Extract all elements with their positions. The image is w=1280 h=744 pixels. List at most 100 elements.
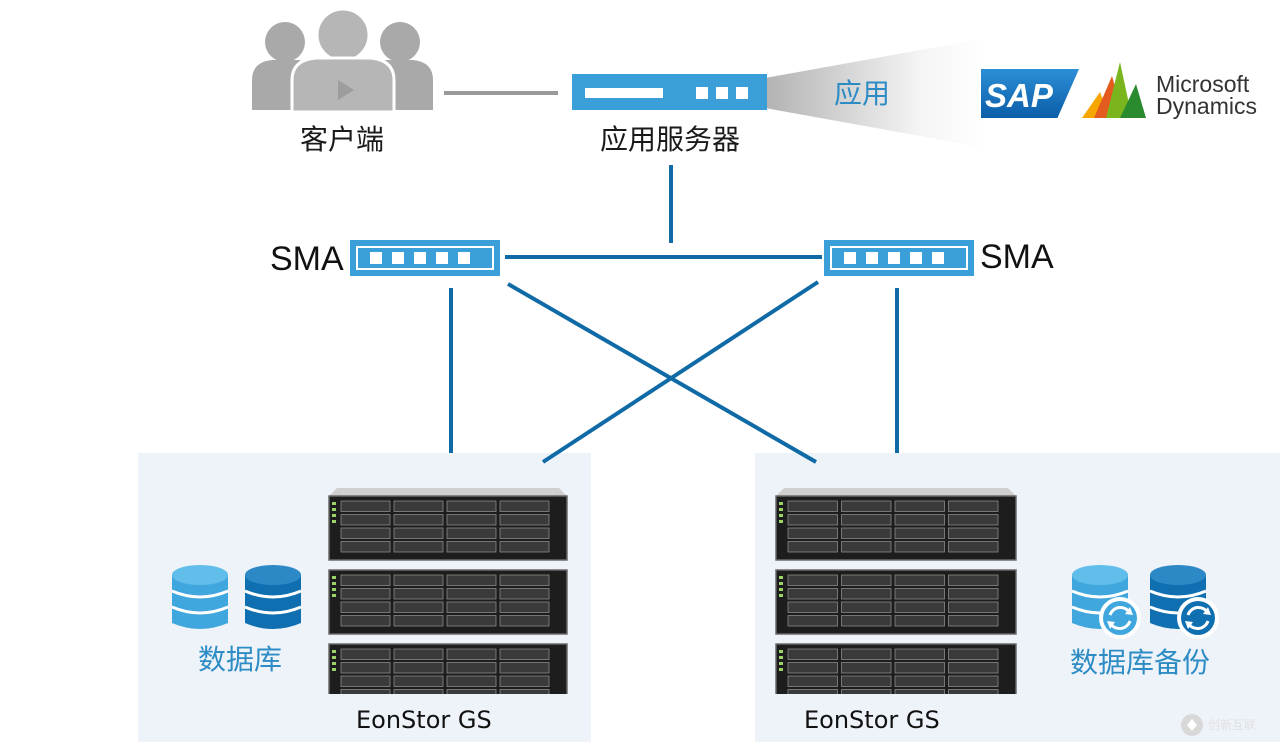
drive-bay	[948, 648, 999, 660]
drive-bay	[841, 541, 892, 553]
database-label: 数据库	[198, 643, 283, 676]
drive-bay	[841, 514, 892, 526]
drive-bay	[393, 615, 444, 627]
drive-bay	[787, 662, 838, 674]
status-led	[332, 502, 336, 505]
drive-bay	[393, 601, 444, 613]
drive-bay	[841, 675, 892, 687]
drive-bay	[499, 675, 550, 687]
client-label: 客户端	[300, 123, 385, 156]
microsoft-dynamics-text: Microsoft Dynamics	[1156, 71, 1257, 118]
ms-line1: Microsoft	[1156, 71, 1250, 97]
drive-bay	[948, 527, 999, 539]
drive-bay	[787, 574, 838, 586]
drive-bay	[787, 514, 838, 526]
status-led	[332, 508, 336, 511]
drive-bay	[894, 615, 945, 627]
drive-bay	[948, 601, 999, 613]
drive-bay	[894, 541, 945, 553]
status-led	[779, 520, 783, 523]
status-led	[779, 650, 783, 653]
drive-bay	[787, 648, 838, 660]
drive-bay	[340, 615, 391, 627]
server-led	[716, 87, 728, 99]
drive-bay	[948, 675, 999, 687]
drive-bay	[841, 500, 892, 512]
server-led	[696, 87, 708, 99]
status-led	[779, 502, 783, 505]
database-sync-icon	[1149, 565, 1219, 639]
drive-bay	[446, 574, 497, 586]
storage-array-icon	[327, 470, 569, 709]
drive-bay	[446, 615, 497, 627]
drive-bay	[948, 689, 999, 701]
drive-bay	[948, 662, 999, 674]
drive-bay	[393, 574, 444, 586]
drive-bay	[841, 662, 892, 674]
drive-bay	[841, 648, 892, 660]
drive-bay	[894, 675, 945, 687]
drive-bay	[841, 574, 892, 586]
drive-bay	[340, 588, 391, 600]
drive-bay	[446, 588, 497, 600]
sma-left-to-storage-right	[506, 282, 818, 464]
drive-bay	[499, 588, 550, 600]
switch-icon	[350, 240, 500, 276]
drive-bay	[340, 601, 391, 613]
server-led	[736, 87, 748, 99]
drive-bay	[787, 601, 838, 613]
drive-bay	[393, 500, 444, 512]
drive-bay	[446, 500, 497, 512]
drive-bay	[787, 689, 838, 701]
drive-bay	[446, 514, 497, 526]
application-label: 应用	[834, 77, 891, 110]
status-led	[779, 594, 783, 597]
storage-array-icon	[774, 470, 1018, 709]
status-led	[332, 520, 336, 523]
switch-icon	[824, 240, 974, 276]
status-led	[779, 582, 783, 585]
status-led	[332, 668, 336, 671]
drive-bay	[787, 615, 838, 627]
drive-bay	[393, 662, 444, 674]
drive-bay	[841, 689, 892, 701]
status-led	[332, 576, 336, 579]
drive-bay	[787, 541, 838, 553]
status-led	[332, 582, 336, 585]
status-led	[332, 662, 336, 665]
drive-bay	[446, 648, 497, 660]
database-icon	[171, 565, 229, 629]
drive-bay	[894, 527, 945, 539]
database-sync-icon	[1071, 565, 1141, 639]
drive-bay	[393, 514, 444, 526]
drive-bay	[393, 648, 444, 660]
sma-right-to-storage-left	[541, 280, 820, 464]
storage-stack-drawing	[775, 488, 1017, 709]
status-led	[779, 668, 783, 671]
drive-bay	[340, 662, 391, 674]
drive-bay	[841, 601, 892, 613]
drive-bay	[340, 514, 391, 526]
drive-bay	[787, 675, 838, 687]
drive-bay	[499, 648, 550, 660]
drive-bay	[340, 574, 391, 586]
drive-bay	[894, 574, 945, 586]
drive-bay	[948, 588, 999, 600]
sma-left-label: SMA	[270, 240, 344, 278]
drive-bay	[787, 500, 838, 512]
drive-bay	[787, 527, 838, 539]
drive-bay	[499, 601, 550, 613]
status-led	[779, 656, 783, 659]
drive-bay	[499, 662, 550, 674]
drive-bay	[340, 648, 391, 660]
microsoft-dynamics-logo	[1082, 62, 1146, 118]
storage-right-label: EonStor GS	[804, 706, 940, 734]
watermark-icon	[1181, 714, 1203, 736]
status-led	[779, 576, 783, 579]
drive-bay	[499, 541, 550, 553]
drive-bay	[894, 500, 945, 512]
drive-bay	[948, 500, 999, 512]
drive-bay	[499, 514, 550, 526]
drive-bay	[948, 574, 999, 586]
